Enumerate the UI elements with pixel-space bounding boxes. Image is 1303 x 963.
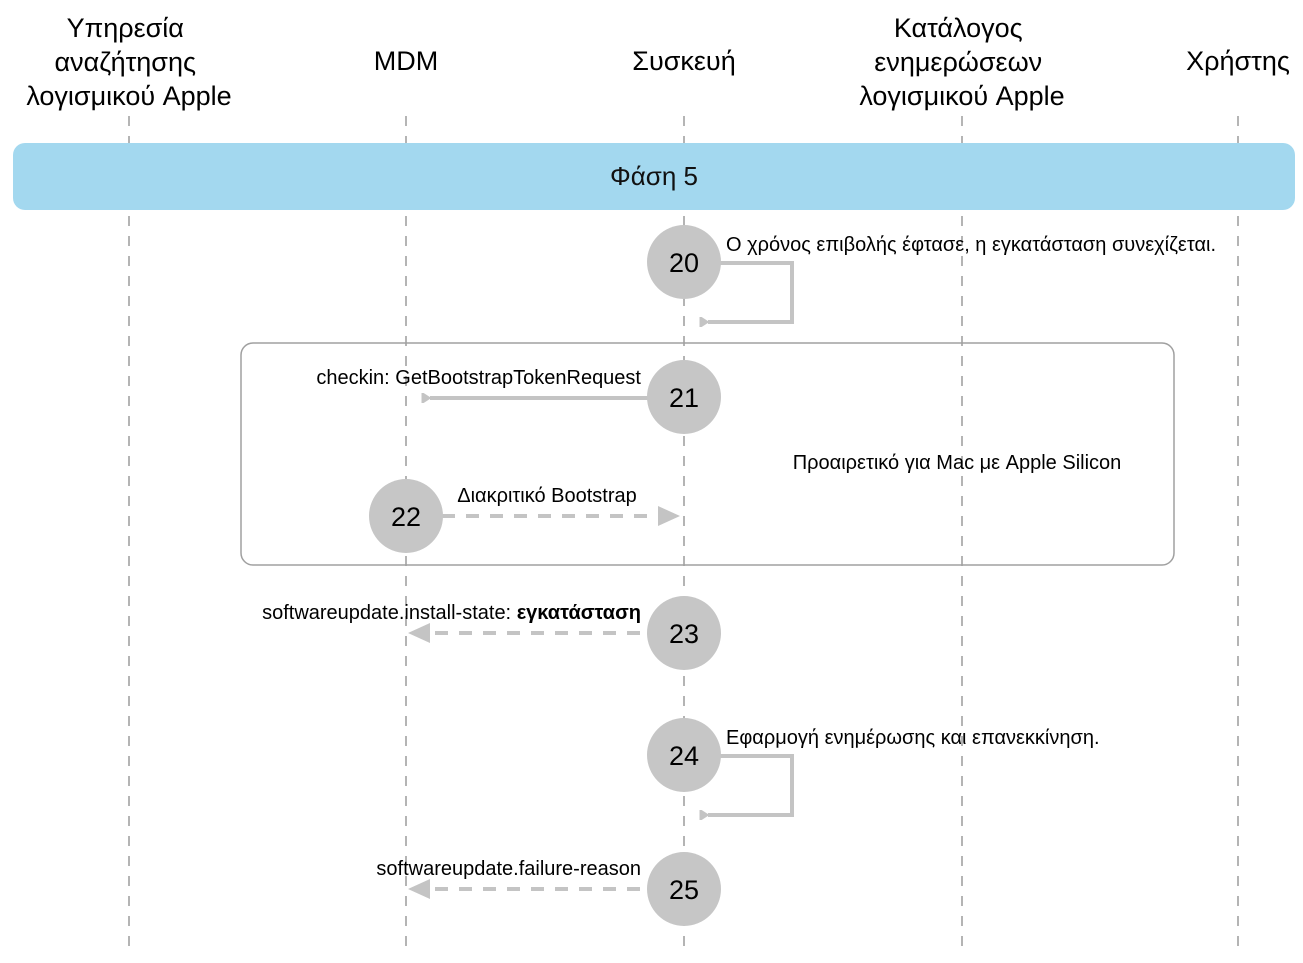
- step-number: 25: [669, 875, 699, 905]
- lane-title-apple-catalog: Κατάλογος ενημερώσεων λογισμικού Apple: [859, 13, 1064, 111]
- step-23: 23 softwareupdate.install-state: εγκατάσ…: [262, 596, 721, 670]
- step-text: softwareupdate.failure-reason: [376, 858, 641, 880]
- optional-group-label: Προαιρετικό για Mac με Apple Silicon: [793, 452, 1122, 474]
- step-circle: [647, 596, 721, 670]
- step-text: Εφαρμογή ενημέρωσης και επανεκκίνηση.: [726, 727, 1100, 749]
- step-24: 24 Εφαρμογή ενημέρωσης και επανεκκίνηση.: [647, 718, 1100, 815]
- step-circle: [647, 225, 721, 299]
- optional-group-box: [240, 342, 1175, 566]
- step-circle: [647, 852, 721, 926]
- arrowhead: [658, 506, 680, 526]
- step-text: softwareupdate.install-state: εγκατάστασ…: [262, 602, 641, 624]
- step-text: Ο χρόνος επιβολής έφτασε, η εγκατάσταση …: [726, 234, 1216, 256]
- step-number: 23: [669, 619, 699, 649]
- step-text: checkin: GetBootstrapTokenRequest: [316, 367, 641, 389]
- step-25: 25 softwareupdate.failure-reason: [376, 852, 721, 926]
- self-loop-arrow: [708, 754, 794, 815]
- step-number: 20: [669, 248, 699, 278]
- step-text-plain: softwareupdate.install-state:: [262, 602, 517, 624]
- self-loop-arrow: [708, 261, 794, 322]
- lane-title-mdm: MDM: [374, 46, 438, 76]
- lane-title-user: Χρήστης: [1186, 46, 1290, 76]
- step-circle: [647, 360, 721, 434]
- lane-title-device: Συσκευή: [632, 46, 735, 76]
- step-circle: [369, 479, 443, 553]
- lane-title-apple-swlookup: Υπηρεσία αναζήτησης λογισμικού Apple: [26, 13, 231, 111]
- step-number: 22: [391, 502, 421, 532]
- step-22: 22 Διακριτικό Bootstrap: [369, 479, 680, 553]
- step-20: 20 Ο χρόνος επιβολής έφτασε, η εγκατάστα…: [647, 225, 1216, 322]
- arrowhead: [408, 879, 430, 899]
- step-number: 21: [669, 383, 699, 413]
- step-21: 21 checkin: GetBootstrapTokenRequest: [316, 360, 721, 434]
- step-text-bold: εγκατάσταση: [517, 602, 641, 624]
- step-text: Διακριτικό Bootstrap: [457, 485, 637, 507]
- step-circle: [647, 718, 721, 792]
- step-number: 24: [669, 741, 699, 771]
- phase-label: Φάση 5: [610, 161, 698, 191]
- phase-bar: [13, 143, 1295, 210]
- arrowhead: [408, 623, 430, 643]
